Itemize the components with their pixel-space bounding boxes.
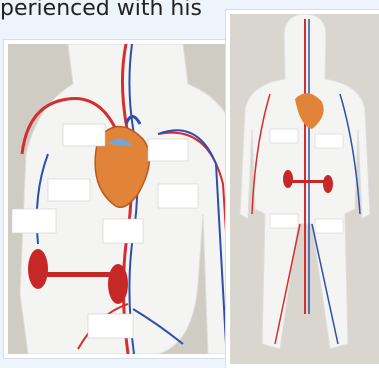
- body-model-full-photo: [226, 10, 379, 368]
- caption-container: perienced with his: [0, 0, 230, 40]
- caption-text: perienced with his: [0, 0, 230, 36]
- full-body-illustration: [230, 14, 379, 364]
- closeup-illustration: [8, 44, 245, 354]
- body-model-closeup-photo: [4, 40, 249, 358]
